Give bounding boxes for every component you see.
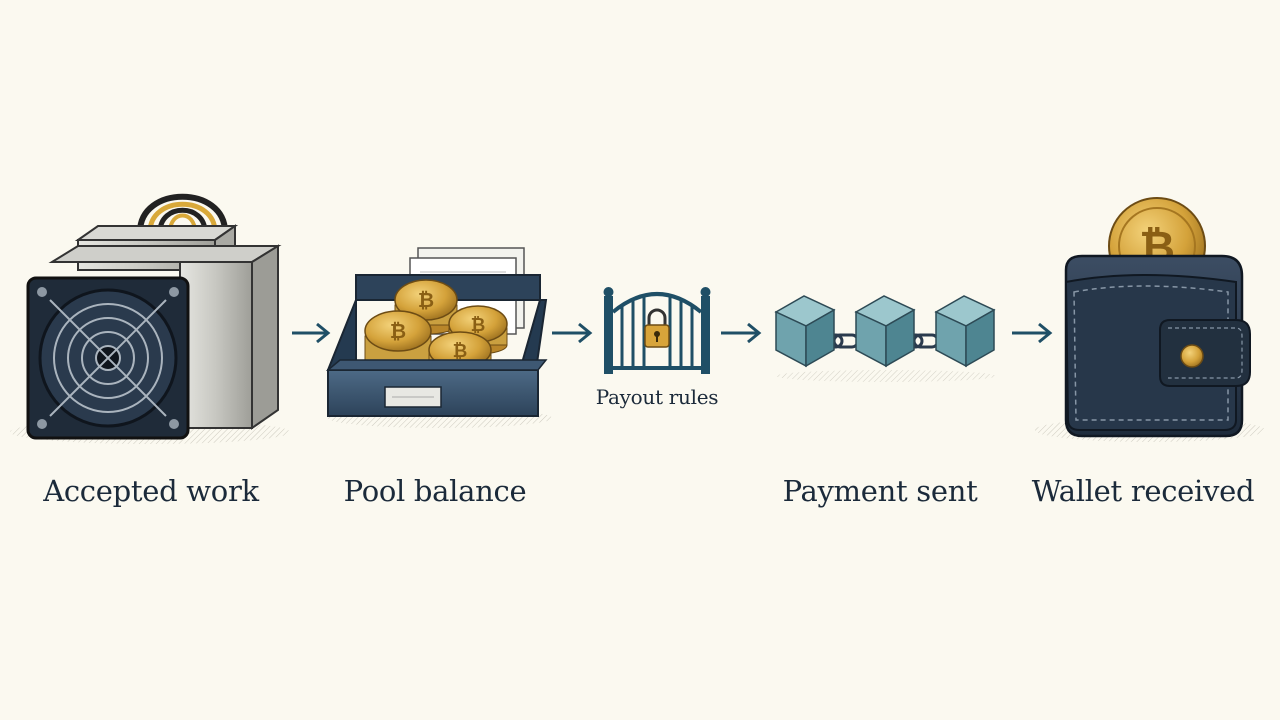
block-cube [774,295,836,368]
step-label-wallet-received: Wallet received [1031,474,1255,508]
step-label-payout-rules: Payout rules [595,385,719,409]
coin-tray-icon: ₿ ₿ ₿ ₿ [325,247,552,428]
flow-arrow-4 [1012,322,1053,344]
step-label-payment-sent: Payment sent [782,474,978,508]
step-label-accepted-work: Accepted work [43,474,259,508]
block-cube [934,295,996,368]
asic-miner-icon [10,193,290,444]
svg-text:₿: ₿ [390,319,406,343]
locked-gate-icon [603,287,711,374]
svg-text:₿: ₿ [471,315,486,336]
wallet-icon: ₿ [1035,197,1265,442]
blockchain-icon [774,295,996,382]
flow-arrow-1 [292,322,331,344]
svg-text:₿: ₿ [418,288,434,312]
padlock-icon [644,308,670,348]
flow-arrow-3 [721,322,762,344]
flow-arrow-2 [552,322,593,344]
block-cube [854,295,916,368]
svg-text:₿: ₿ [453,341,468,362]
step-label-pool-balance: Pool balance [343,474,527,508]
